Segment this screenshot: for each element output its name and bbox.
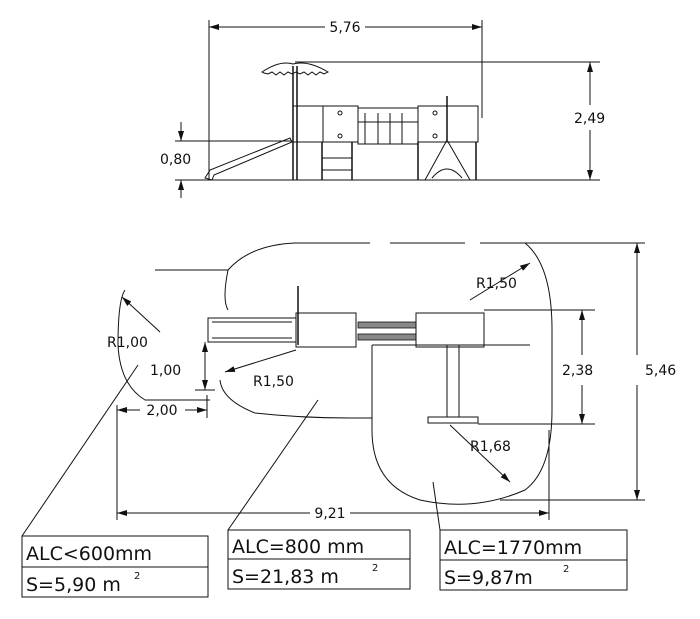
offset-left-label: 1,00 — [150, 363, 181, 379]
zone-2-alc: ALC=800 mm — [232, 536, 364, 558]
zone-1-area: S=5,90 m — [26, 574, 121, 596]
depth-label: 2,38 — [562, 363, 593, 379]
radius-center-label: R1,50 — [253, 374, 294, 390]
roof-canopy — [261, 62, 330, 76]
zone-1-unit-sup: 2 — [134, 571, 140, 582]
zone-2-area: S=21,83 m — [232, 566, 339, 588]
zone-3-area: S=9,87m — [444, 567, 533, 589]
zone-label-2: ALC=800 mm S=21,83 m 2 — [227, 529, 411, 590]
height-dimension-label: 2,49 — [574, 111, 605, 127]
safety-zone-inner-arc — [224, 269, 229, 311]
zone-3-unit-sup: 2 — [563, 564, 569, 575]
radius-leader — [449, 424, 511, 483]
zone-label-1: ALC<600mm S=5,90 m 2 — [21, 535, 209, 598]
radius-top-right-label: R1,50 — [476, 276, 517, 292]
radius-bottom-right-label: R1,68 — [470, 439, 511, 455]
zone-label-3: ALC=1770mm S=9,87m 2 — [439, 529, 628, 591]
zone-3-alc: ALC=1770mm — [444, 537, 582, 559]
zone-1-alc: ALC<600mm — [26, 543, 152, 565]
width-dimension-label: 5,76 — [329, 20, 360, 36]
play-structure-plan — [207, 286, 485, 424]
zone-2-unit-sup: 2 — [372, 563, 378, 574]
zone-leader — [432, 481, 441, 531]
climbing-frame — [424, 138, 471, 181]
radius-leader — [469, 262, 531, 301]
elevation-view: 5,76 2,49 0,80 — [160, 20, 605, 198]
radius-left-label: R1,00 — [107, 335, 148, 351]
slide — [204, 137, 293, 181]
total-depth-label: 5,46 — [645, 363, 676, 379]
platform-height-label: 0,80 — [160, 152, 191, 168]
total-width-label: 9,21 — [314, 506, 345, 522]
ladder-plan — [446, 344, 460, 418]
play-structure-elevation — [200, 62, 485, 181]
offset-bottom-left-label: 2,00 — [146, 403, 177, 419]
safety-zone-outline — [117, 242, 553, 505]
zone-leader — [227, 399, 319, 531]
zone-leader — [21, 364, 139, 537]
plan-view: 9,21 5,46 2,38 1,00 2,00 R1,00 R1,50 R1,… — [21, 242, 676, 537]
radius-leader — [121, 296, 161, 333]
radius-leader — [224, 349, 297, 373]
